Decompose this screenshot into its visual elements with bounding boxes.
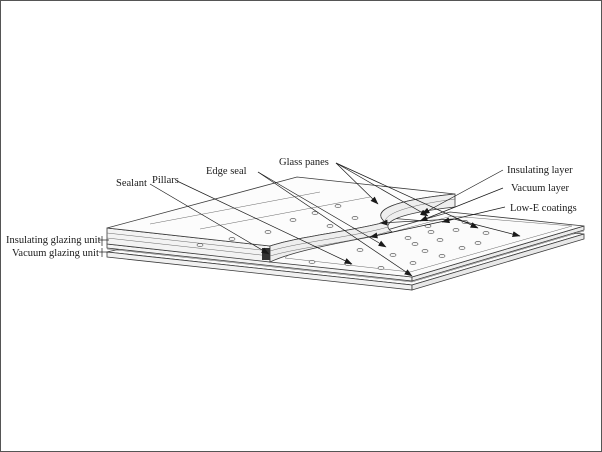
leader-sealant xyxy=(149,183,270,255)
insulating-cut-curve-1 xyxy=(269,226,389,252)
insulating-layer-line-1 xyxy=(106,232,271,252)
pillar xyxy=(326,224,334,228)
leader-lines xyxy=(99,162,521,277)
label-edge-seal: Edge seal xyxy=(206,166,247,177)
leader-glass-panes-3 xyxy=(335,162,479,229)
pillar xyxy=(377,266,385,270)
leader-insulating-layer xyxy=(421,169,504,215)
pillar xyxy=(228,237,236,241)
pillar xyxy=(334,204,342,208)
vacuum-bottom-pane-side xyxy=(411,233,585,291)
labels: Glass panes Edge seal Pillars Sealant In… xyxy=(6,157,577,259)
pillar xyxy=(421,249,429,253)
label-glass-panes: Glass panes xyxy=(279,157,329,168)
insulating-surface-line-2 xyxy=(199,196,371,230)
pillar xyxy=(196,243,204,247)
leader-low-e-coatings-4 xyxy=(379,218,455,226)
pillar xyxy=(411,242,419,246)
label-insulating-glazing-unit: Insulating glazing unit xyxy=(6,235,101,246)
insulating-cut-curve-2 xyxy=(269,230,391,257)
label-vacuum-layer: Vacuum layer xyxy=(511,183,570,194)
pillar xyxy=(438,254,446,258)
leader-pillars xyxy=(176,180,353,265)
leader-low-e-coatings-2 xyxy=(453,218,521,238)
label-sealant: Sealant xyxy=(116,178,147,189)
label-insulating-layer: Insulating layer xyxy=(507,165,573,176)
insulating-side-face xyxy=(269,193,456,263)
pillar xyxy=(458,246,466,250)
label-vacuum-glazing-unit: Vacuum glazing unit xyxy=(12,248,99,259)
pillar xyxy=(311,211,319,215)
leader-vacuum-layer xyxy=(419,187,504,222)
pillar xyxy=(264,230,272,234)
pillar xyxy=(351,216,359,220)
label-pillars: Pillars xyxy=(152,175,179,186)
pillar xyxy=(452,228,460,232)
leader-glass-panes-2 xyxy=(335,162,429,217)
leader-edge-seal xyxy=(257,171,387,248)
pillar xyxy=(482,231,490,235)
insulating-layer-line-2 xyxy=(106,237,271,257)
leader-low-e-coatings-3 xyxy=(369,218,455,239)
pillar xyxy=(474,241,482,245)
pillar xyxy=(409,261,417,265)
leader-glass-panes-1 xyxy=(335,162,379,205)
insulating-surface-line-1 xyxy=(149,191,321,225)
pillars-group xyxy=(196,204,490,270)
pillar xyxy=(404,236,412,240)
pillar xyxy=(308,260,316,264)
leader-edge-seal-2 xyxy=(257,171,413,277)
pillar xyxy=(389,253,397,257)
vacuum-gap-line xyxy=(106,230,585,283)
label-low-e-coatings: Low-E coatings xyxy=(510,203,577,214)
pillar xyxy=(356,248,364,252)
pillar xyxy=(289,218,297,222)
pillar xyxy=(436,238,444,242)
pillar xyxy=(427,230,435,234)
